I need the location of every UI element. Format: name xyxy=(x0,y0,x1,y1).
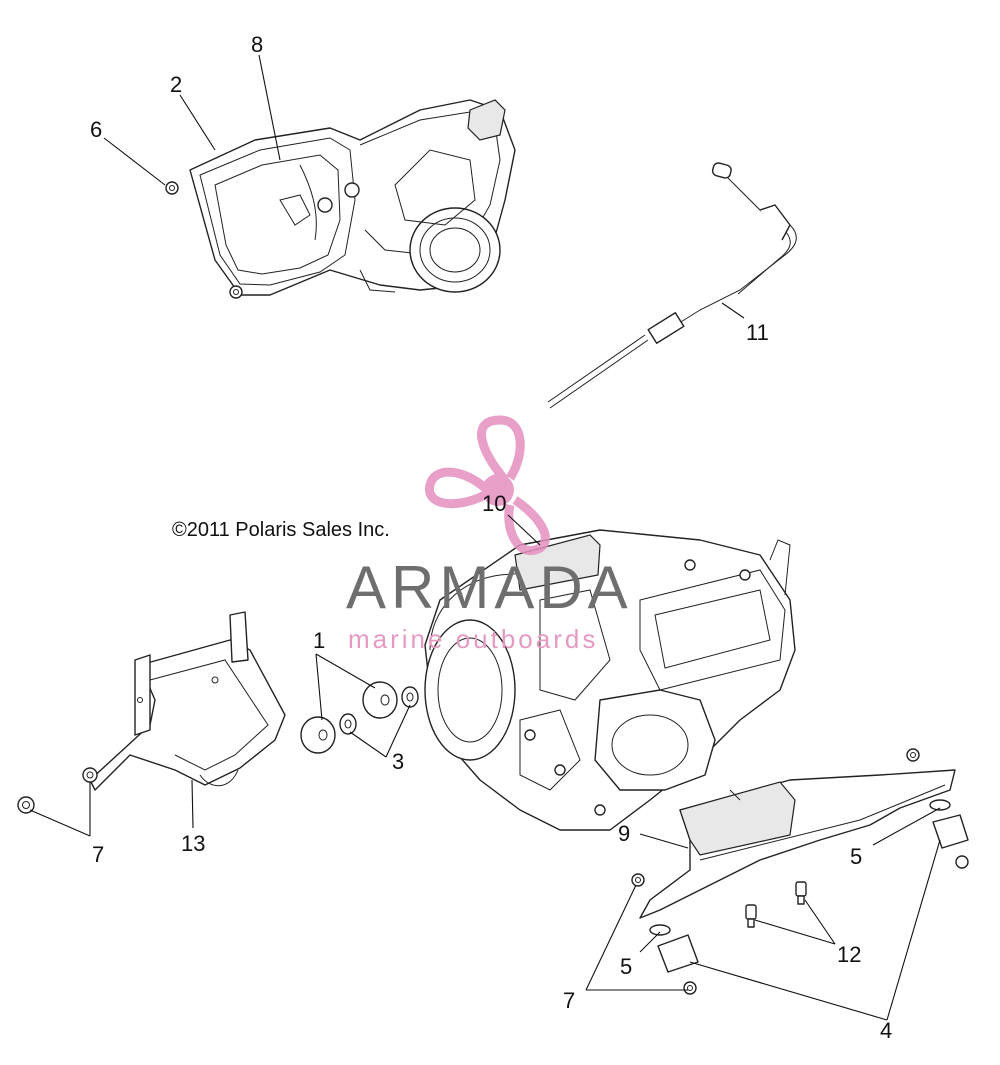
callout-12: 12 xyxy=(837,942,861,967)
washer-5-right-a xyxy=(929,799,951,811)
rubber-mount-4a xyxy=(932,814,969,869)
nut-7-left-b xyxy=(82,767,98,783)
callout-9: 9 xyxy=(618,821,630,846)
nut-7-right-a xyxy=(631,873,645,887)
bolt-12b xyxy=(795,881,807,905)
callout-7-right: 7 xyxy=(563,988,575,1013)
callout-11: 11 xyxy=(746,320,769,345)
callout-5-right: 5 xyxy=(850,844,862,869)
rubber-mount-1a xyxy=(300,716,336,754)
nut-7-left-a xyxy=(17,796,35,814)
callout-6: 6 xyxy=(90,117,102,142)
rubber-mount-1b xyxy=(362,681,398,719)
rubber-mount-4b xyxy=(657,934,699,973)
mount-bracket-left xyxy=(89,611,286,791)
washer-3a xyxy=(339,713,357,735)
callout-5-lower: 5 xyxy=(620,954,632,979)
mount-plate-right xyxy=(639,769,956,919)
callout-10: 10 xyxy=(482,491,506,516)
bolt-6-lower xyxy=(229,285,243,299)
throttle-body-assembly xyxy=(189,99,516,296)
bolt-12a xyxy=(745,904,757,928)
throttle-cable xyxy=(547,162,797,409)
callout-7-left: 7 xyxy=(92,842,104,867)
callout-13: 13 xyxy=(181,831,205,856)
watermark-subtitle: marine outboards xyxy=(348,624,599,654)
watermark-propeller-logo xyxy=(425,415,550,555)
callout-1: 1 xyxy=(313,628,325,653)
callout-2: 2 xyxy=(170,72,182,97)
callout-3: 3 xyxy=(392,749,404,774)
washer-3b xyxy=(401,686,419,708)
leader-lines xyxy=(29,54,941,1021)
nut-7-right-b xyxy=(683,981,697,995)
callout-8: 8 xyxy=(251,32,263,57)
bolt-6-upper xyxy=(165,181,179,195)
copyright-notice: ©2011 Polaris Sales Inc. xyxy=(172,519,390,541)
engine-assembly xyxy=(424,529,796,831)
callout-4: 4 xyxy=(880,1018,892,1043)
watermark-title: ARMADA xyxy=(346,554,633,621)
nut-top-right xyxy=(906,748,920,762)
washer-5-right-b xyxy=(649,924,671,936)
